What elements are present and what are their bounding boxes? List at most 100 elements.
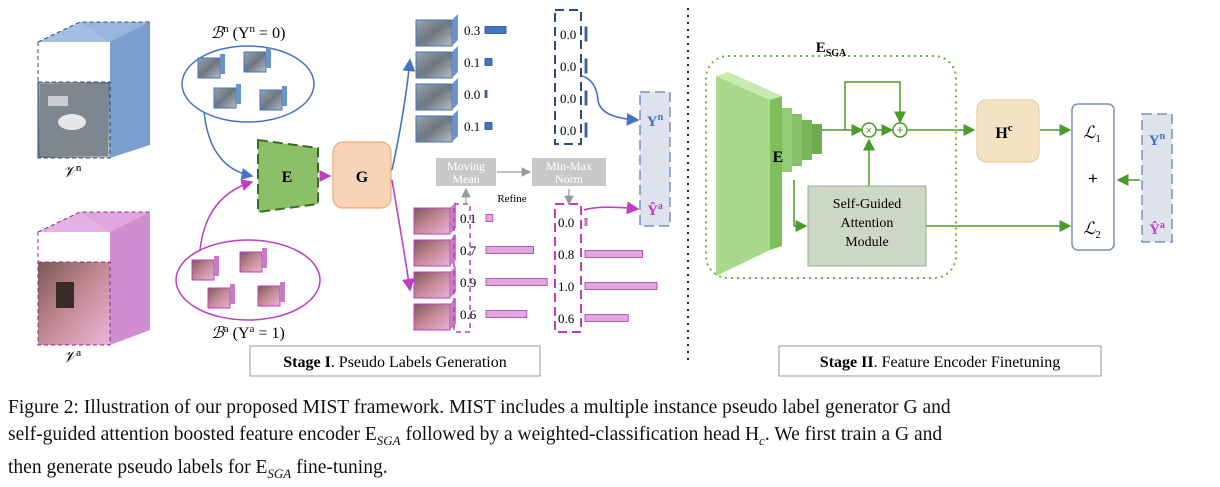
minmax-label-2: Norm	[555, 172, 584, 186]
anomaly-norm-value-3: 0.6	[558, 311, 575, 326]
loss-box	[1071, 103, 1115, 251]
normal-norm-bar-0	[584, 26, 588, 42]
loss-2: ℒ2	[1083, 219, 1101, 241]
anomaly-bag-arrow	[199, 179, 254, 251]
minmax-label: Min-Max	[546, 159, 592, 173]
normal-norm-value-3: 0.0	[560, 123, 576, 138]
anomaly-raw-bar-1	[485, 246, 534, 254]
anomaly-raw-value-0: 0.1	[460, 211, 476, 226]
anomaly-raw-bar-3	[485, 310, 528, 318]
anomaly-bag	[175, 239, 321, 321]
stage2-title-box	[778, 345, 1102, 377]
anomaly-norm-value-1: 0.8	[558, 247, 574, 262]
normal-norm-bar-1	[584, 58, 588, 74]
esga-label: ESGA	[816, 40, 847, 59]
anomaly-raw-value-3: 0.6	[460, 307, 477, 322]
stage2-encoder-stack	[716, 72, 822, 276]
stage1-title: Stage I. Pseudo Labels Generation	[283, 354, 507, 371]
anomaly-bag-label: ℬa(Ya= 1)	[211, 323, 285, 342]
stage2-anomaly-label: Ŷa	[1149, 220, 1165, 238]
normal-video-label: 𝒱n	[63, 162, 82, 181]
normal-raw-bar-3	[484, 122, 493, 130]
moving-mean-label: Moving	[447, 159, 485, 173]
normal-pseudo-label-arrow	[581, 75, 640, 126]
anomaly-norm-bar-1	[584, 250, 643, 258]
minmax-box	[532, 158, 606, 186]
normal-normalized-scores: 0.0 0.0 0.0 0.0	[560, 26, 588, 138]
normal-raw-bar-2	[484, 90, 488, 98]
anomaly-bag-clips	[191, 248, 285, 309]
loss-1: ℒ1	[1083, 123, 1101, 145]
refine-label: Refine	[497, 193, 526, 205]
multiply-node	[861, 122, 877, 138]
loss-plus: +	[1088, 169, 1098, 188]
normal-raw-value-1: 0.1	[464, 55, 480, 70]
generator-anomaly-output-arrow	[391, 179, 415, 292]
anomaly-norm-bar-0	[584, 218, 588, 226]
generator-normal-output-arrow	[391, 58, 416, 171]
stage2-normal-label: Yn	[1149, 131, 1166, 149]
figure-caption: Figure 2: Illustration of our proposed M…	[8, 394, 1214, 487]
stage1-title-box	[249, 345, 541, 377]
stage1-normal-label: Yn	[647, 112, 664, 130]
self-guided-attention-module	[807, 185, 927, 267]
moving-mean-box	[436, 158, 496, 186]
stage2-title: Stage II. Feature Encoder Finetuning	[820, 354, 1060, 371]
normal-raw-bar-1	[484, 58, 493, 66]
anomaly-norm-bracket	[554, 203, 582, 333]
add-node	[892, 122, 908, 138]
normal-raw-value-0: 0.3	[464, 23, 480, 38]
moving-mean-label-2: Mean	[452, 172, 479, 186]
anomaly-normalized-scores: 0.0 0.8 1.0 0.6	[558, 215, 658, 326]
caption-line-1: Figure 2: Illustration of our proposed M…	[8, 397, 951, 418]
mist-framework-diagram: 𝒱n 𝒱a ℬn(Yn= 0) ℬa(Ya= 1) E	[37, 8, 1173, 377]
stage1-label-panel	[639, 91, 671, 227]
normal-clip-stack	[415, 14, 458, 143]
sga-text-2: Attention	[841, 216, 894, 231]
generator-label: G	[356, 169, 369, 186]
normal-raw-bar-0	[484, 26, 507, 34]
svg-text:+: +	[896, 123, 903, 137]
normal-norm-value-2: 0.0	[560, 91, 576, 106]
normal-bag-arrow	[203, 111, 254, 180]
anomaly-norm-value-0: 0.0	[558, 215, 574, 230]
sga-text-1: Self-Guided	[833, 197, 901, 212]
anomaly-video-label: 𝒱a	[63, 347, 82, 366]
anomaly-raw-value-1: 0.7	[460, 243, 477, 258]
anomaly-norm-bar-2	[584, 282, 658, 290]
normal-video-cube	[37, 21, 150, 159]
normal-norm-value-1: 0.0	[560, 59, 576, 74]
head-label: Hc	[995, 122, 1012, 142]
normal-norm-bar-3	[584, 122, 588, 138]
encoder-block	[257, 138, 319, 214]
classification-head	[976, 99, 1040, 163]
stage1-anomaly-label: Ŷa	[647, 201, 663, 219]
encoder-label: E	[282, 169, 293, 186]
normal-raw-scores: 0.3 0.1 0.0 0.1	[464, 23, 507, 134]
svg-text:×: ×	[866, 125, 872, 137]
anomaly-video-cube	[37, 211, 150, 346]
normal-bag	[181, 45, 315, 123]
stage2-encoder-label: E	[773, 149, 784, 166]
normal-bag-clips	[197, 48, 287, 111]
caption-line-3: then generate pseudo labels for ESGA fin…	[8, 456, 388, 481]
normal-norm-value-0: 0.0	[560, 27, 576, 42]
normal-raw-value-2: 0.0	[464, 87, 480, 102]
normal-norm-bar-2	[584, 90, 588, 106]
normal-norm-bracket	[554, 9, 582, 145]
anomaly-raw-scores: 0.1 0.7 0.9 0.6	[460, 211, 548, 322]
esga-dotted-region	[705, 55, 957, 279]
caption-line-2: self-guided attention boosted feature en…	[8, 424, 943, 448]
normal-raw-value-3: 0.1	[464, 119, 480, 134]
sga-text-3: Module	[845, 235, 889, 250]
anomaly-norm-value-2: 1.0	[558, 279, 574, 294]
anomaly-pseudo-label-arrow	[583, 201, 640, 215]
anomaly-raw-value-2: 0.9	[460, 275, 476, 290]
generator-block	[332, 141, 392, 209]
anomaly-raw-bar-0	[485, 214, 494, 222]
stage2-label-panel	[1141, 113, 1173, 243]
anomaly-clip-stack	[413, 202, 456, 331]
anomaly-raw-bar-2	[485, 278, 548, 286]
anomaly-norm-bar-3	[584, 314, 629, 322]
normal-bag-label: ℬn(Yn= 0)	[211, 23, 286, 42]
